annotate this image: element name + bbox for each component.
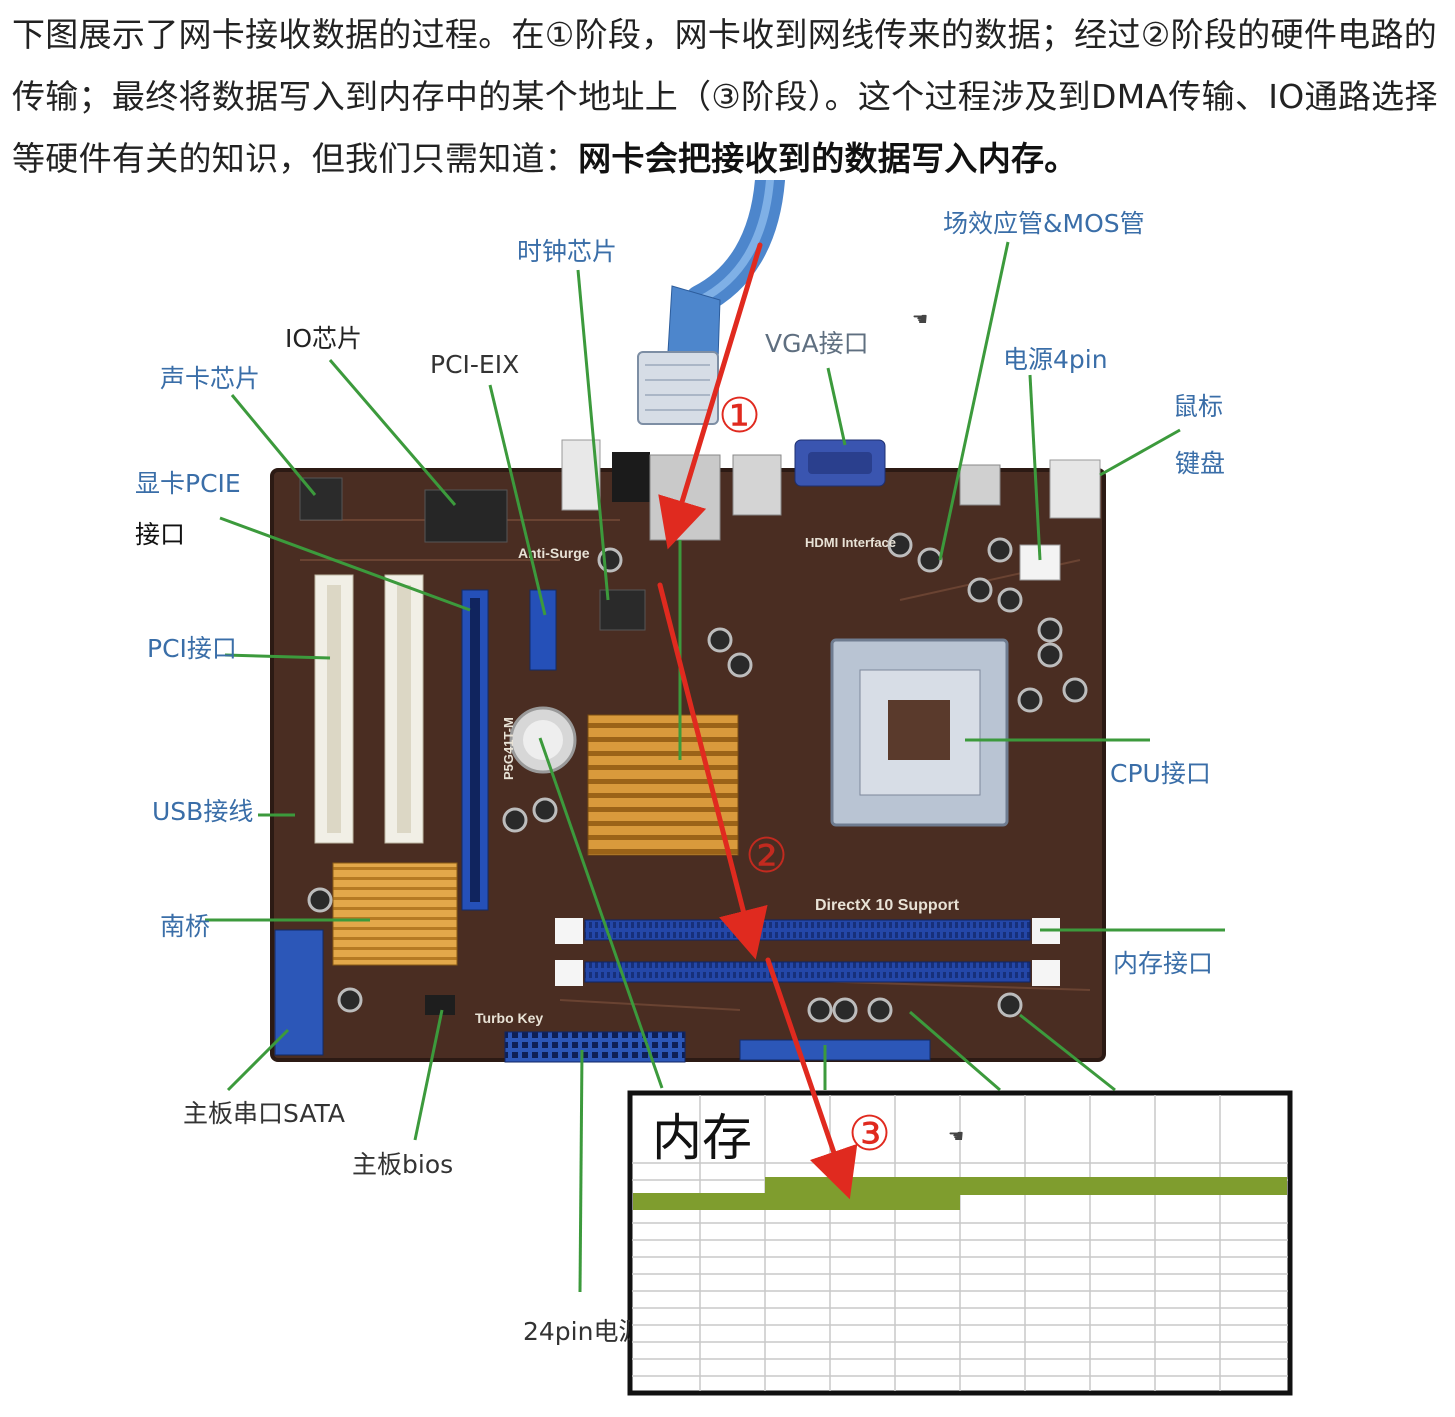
- northbridge-heatsink: [587, 714, 739, 856]
- intro-emphasis: 网卡会把接收到的数据写入内存。: [578, 139, 1078, 178]
- label-bios: 主板bios: [352, 1150, 453, 1179]
- stage-1-marker: ①: [718, 388, 761, 444]
- print-turbo-key: Turbo Key: [475, 1010, 543, 1026]
- stage-3-marker: ③: [848, 1106, 891, 1162]
- label-vga-port: VGA接口: [765, 329, 869, 358]
- bios-chip: [425, 995, 455, 1015]
- print-model: P5G41T-M: [501, 717, 516, 780]
- hand-cursor-icon: ☚: [912, 309, 928, 330]
- intro-paragraph: 下图展示了网卡接收数据的过程。在①阶段，网卡收到网线传来的数据；经过②阶段的硬件…: [12, 4, 1447, 190]
- print-anti-surge: Anti-Surge: [518, 545, 590, 561]
- data-path: [657, 242, 858, 1200]
- rj45-plug: [637, 351, 719, 425]
- intro-text: 下图展示了网卡接收数据的过程。在①阶段，网卡收到网线传来的数据；经过②阶段的硬件…: [12, 15, 1438, 178]
- io-chip: [424, 489, 508, 543]
- atx-24pin-connector: [504, 1031, 686, 1063]
- memory-grid: 内存: [627, 1090, 1293, 1396]
- label-usb-header: USB接线: [152, 797, 253, 826]
- label-south-bridge: 南桥: [160, 912, 210, 941]
- mouse-keyboard-port: [1049, 459, 1101, 519]
- stage-2-marker: ②: [745, 828, 788, 884]
- label-power-4pin: 电源4pin: [1003, 345, 1108, 374]
- label-sound-chip: 声卡芯片: [160, 364, 260, 393]
- label-24pin: 24pin电源: [523, 1317, 643, 1346]
- ps2-port: [612, 452, 650, 502]
- label-clock-chip: 时钟芯片: [517, 237, 617, 266]
- stage3-arrow: [765, 957, 858, 1200]
- label-pci-slot: PCI接口: [147, 634, 237, 663]
- label-gpu-pcie-2: 接口: [135, 520, 185, 549]
- label-mosfet: 场效应管&MOS管: [943, 209, 1145, 238]
- label-keyboard: 键盘: [1175, 449, 1225, 478]
- label-memory-slot: 内存接口: [1113, 949, 1213, 978]
- label-cpu-socket: CPU接口: [1110, 759, 1211, 788]
- ram-slot-1: [584, 919, 1031, 941]
- motherboard-diagram: Anti-Surge HDMI Interface DirectX 10 Sup…: [135, 180, 1293, 1396]
- stage1-arrow: [658, 242, 763, 550]
- motherboard: Anti-Surge HDMI Interface DirectX 10 Sup…: [270, 439, 1106, 1063]
- label-gpu-pcie: 显卡PCIE: [135, 469, 241, 498]
- ram-slot-2: [584, 961, 1031, 983]
- hand-cursor-icon: ☚: [948, 1126, 964, 1147]
- label-mouse: 鼠标: [1173, 392, 1223, 421]
- usb-ports: [732, 454, 782, 516]
- label-pci-eix: PCI-EIX: [430, 350, 519, 379]
- label-io-chip: IO芯片: [285, 324, 362, 353]
- capacitors: [307, 532, 1088, 1023]
- ethernet-cable: [637, 180, 785, 425]
- leader-lines: [205, 241, 1225, 1293]
- southbridge-heatsink: [332, 862, 458, 966]
- memory-title: 内存: [652, 1109, 752, 1167]
- print-directx: DirectX 10 Support: [815, 897, 960, 914]
- label-sata: 主板串口SATA: [183, 1099, 345, 1128]
- print-hdmi: HDMI Interface: [805, 535, 896, 550]
- stage2-arrow: [657, 582, 768, 960]
- memory-written-band: [633, 1177, 1287, 1210]
- bottom-connector: [739, 1039, 931, 1061]
- hdmi-port: [959, 464, 1001, 506]
- component-labels: 时钟芯片 场效应管&MOS管 IO芯片 PCI-EIX VGA接口 电源4pin…: [135, 209, 1225, 1179]
